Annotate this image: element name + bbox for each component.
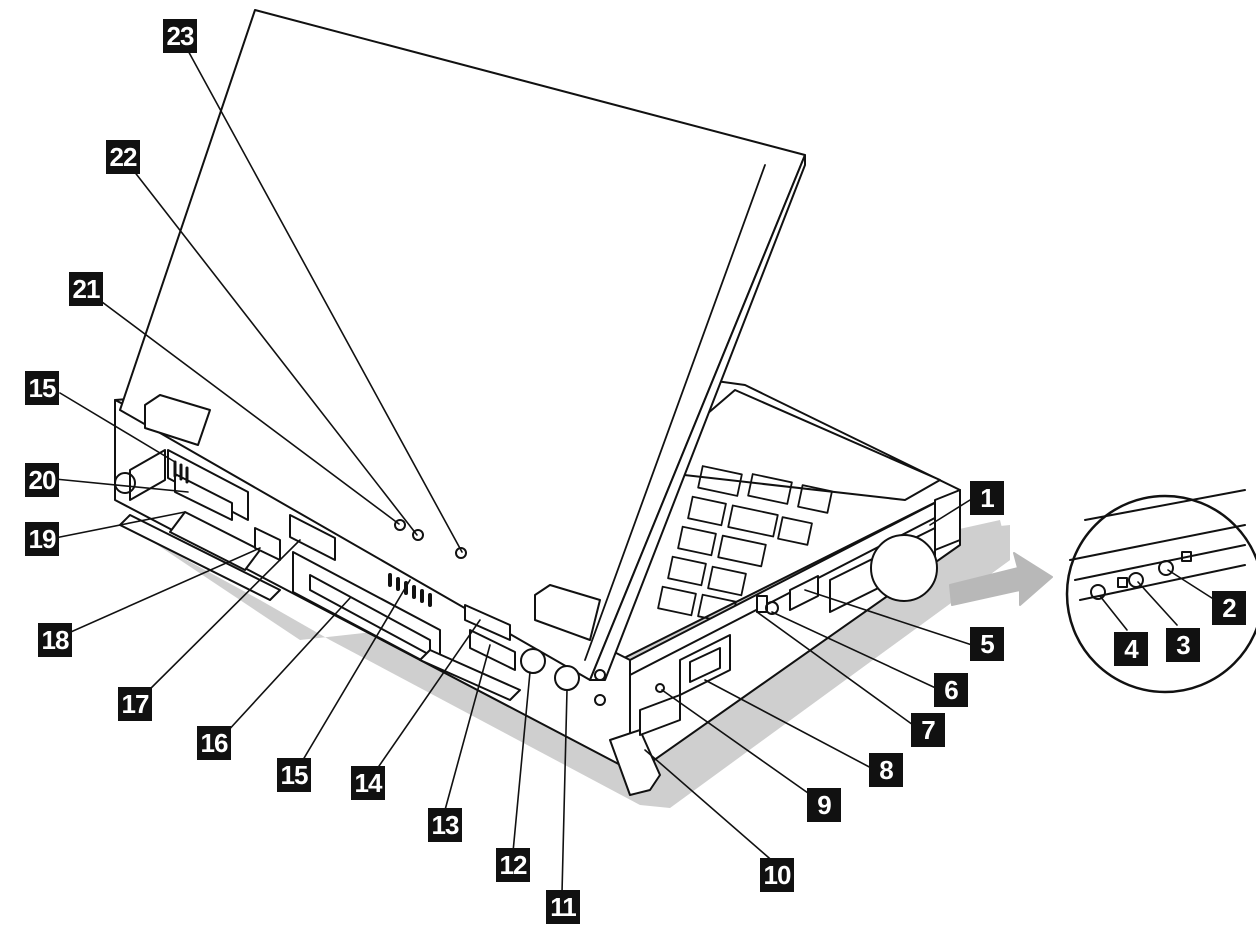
callout-14: 14 xyxy=(351,766,385,800)
display-lid-edge xyxy=(589,154,806,681)
magnify-arrow xyxy=(949,552,1053,606)
callout-22: 22 xyxy=(106,140,140,174)
callout-3: 3 xyxy=(1166,628,1200,662)
callout-16: 16 xyxy=(197,726,231,760)
callout-20: 20 xyxy=(25,463,59,497)
callout-13: 13 xyxy=(428,808,462,842)
callout-6: 6 xyxy=(934,673,968,707)
callout-7: 7 xyxy=(911,713,945,747)
callout-11: 11 xyxy=(546,890,580,924)
side-port-area xyxy=(639,489,961,736)
callout-8: 8 xyxy=(869,753,903,787)
hinge-right xyxy=(534,584,601,641)
callout-2: 2 xyxy=(1212,591,1246,625)
callout-12: 12 xyxy=(496,848,530,882)
callout-5: 5 xyxy=(970,627,1004,661)
callout-19: 19 xyxy=(25,522,59,556)
hinge-left xyxy=(144,394,211,446)
callout-17: 17 xyxy=(118,687,152,721)
callout-23: 23 xyxy=(163,19,197,53)
callout-15-bottom: 15 xyxy=(277,758,311,792)
callout-10: 10 xyxy=(760,858,794,892)
callout-4: 4 xyxy=(1114,632,1148,666)
callout-15-left: 15 xyxy=(25,371,59,405)
callout-9: 9 xyxy=(807,788,841,822)
leader-lines xyxy=(54,35,1216,894)
inset-detail xyxy=(1069,489,1246,601)
rear-port-area xyxy=(114,449,606,706)
tilt-foot xyxy=(609,729,661,796)
callout-18: 18 xyxy=(38,623,72,657)
callout-21: 21 xyxy=(69,272,103,306)
callout-1: 1 xyxy=(970,481,1004,515)
